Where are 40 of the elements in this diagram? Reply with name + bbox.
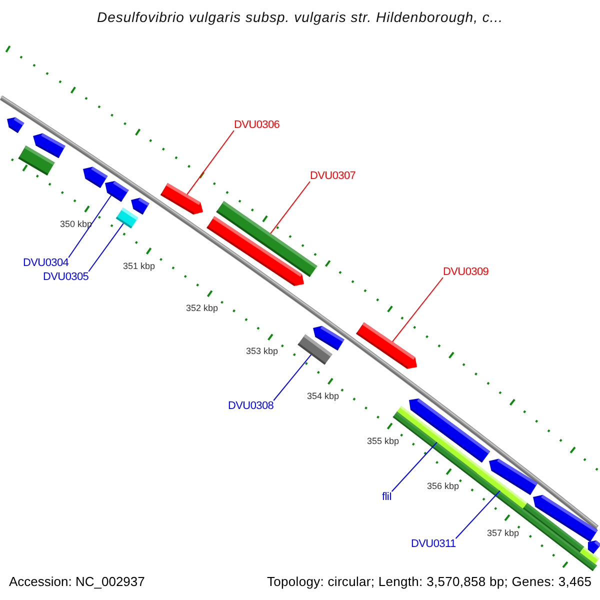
gene-label: DVU0305 (43, 272, 89, 282)
leader-line (270, 181, 310, 234)
gene-pentagon (105, 180, 129, 202)
gene-bar (18, 146, 55, 176)
gene-block (116, 208, 138, 228)
leader-line (273, 354, 312, 401)
gene-pentagon (131, 198, 150, 215)
accession-text: Accession: NC_002937 (9, 575, 145, 588)
scale-label: 356 kbp (427, 482, 460, 491)
gene-label: DVU0308 (228, 400, 274, 412)
gene-label: DVU0311 (411, 538, 456, 550)
genome-summary-text: Topology: circular; Length: 3,570,858 bp; Genes: 3,465 (267, 575, 592, 588)
gene-bar (580, 546, 600, 564)
scale-label: 353 kbp (246, 347, 278, 356)
gene-pentagon (83, 166, 108, 188)
gene-pentagon (7, 117, 24, 134)
gene-pentagon (206, 216, 304, 286)
gene-pentagon (160, 182, 203, 214)
leader-line (455, 490, 500, 539)
scale-label: 351 kbp (123, 262, 156, 271)
gene-pentagon (489, 458, 538, 495)
gene-label: DVU0304 (23, 258, 69, 268)
scale-label: 354 kbp (307, 392, 340, 401)
gene-pentagon (356, 322, 417, 369)
gene-bar (522, 502, 584, 552)
scale-label: 352 kbp (186, 304, 218, 313)
leader-line (88, 222, 124, 272)
scale-label: 355 kbp (367, 437, 400, 446)
leader-line (391, 442, 438, 492)
gene-bar (298, 334, 332, 365)
title: Desulfovibrio vulgaris subsp. vulgaris str. Hildenborough, c... (97, 10, 504, 24)
scale-label: 350 kbp (60, 220, 92, 229)
gene-label: fliI (382, 492, 392, 502)
leader-line (68, 194, 112, 258)
leader-line (186, 130, 234, 195)
gene-label: DVU0306 (234, 120, 280, 130)
gene-label: DVU0309 (443, 266, 489, 278)
leader-line (392, 277, 444, 342)
scale-label: 357 kbp (487, 529, 520, 538)
gene-label: DVU0307 (310, 170, 356, 182)
